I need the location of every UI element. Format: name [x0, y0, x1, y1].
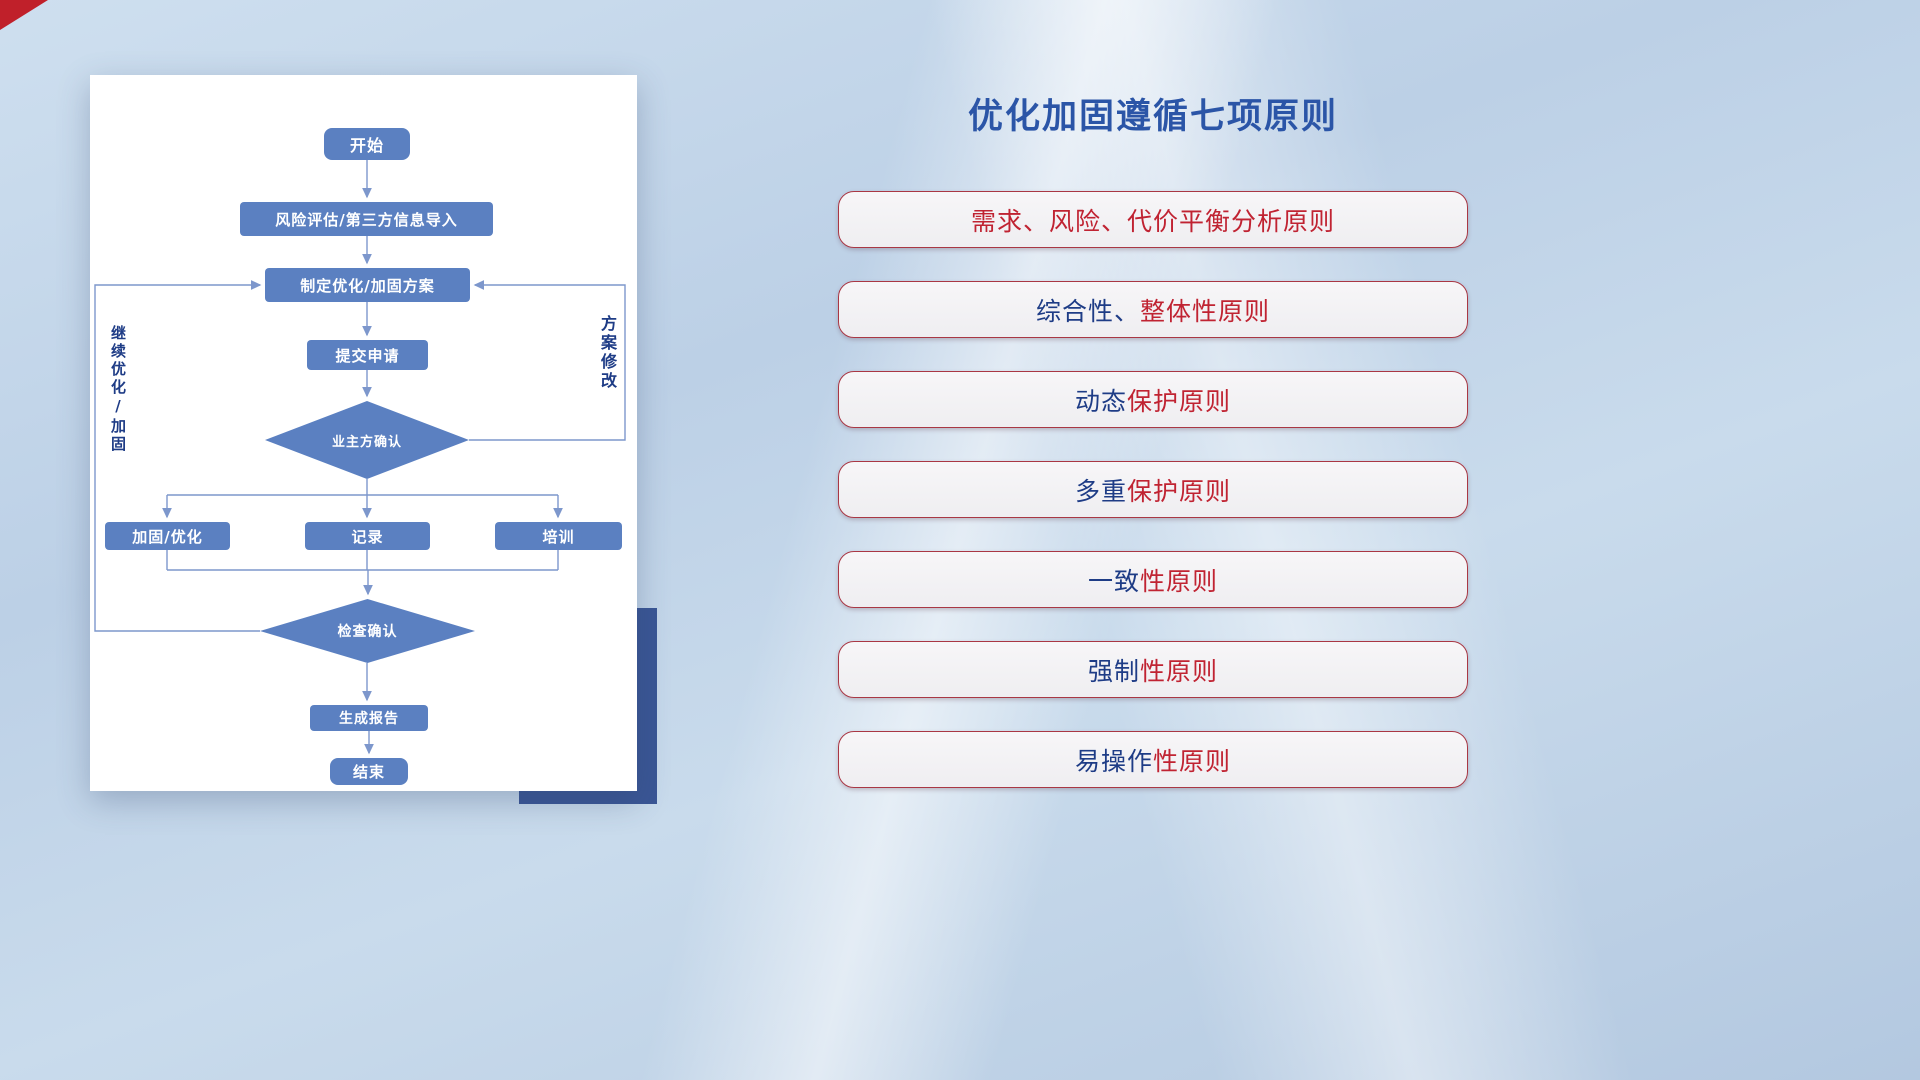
principle-7-text-navy: 易操作: [1074, 746, 1153, 776]
principle-5-text-red: 性原则: [1140, 566, 1219, 596]
flowchart-label-continue-optimize: 继续优化/加固: [109, 325, 127, 454]
flowchart-node-start: 开始: [324, 128, 410, 160]
principle-item-7: 易操作性原则: [838, 731, 1468, 788]
flowchart-node-make-plan: 制定优化/加固方案: [265, 268, 470, 302]
flowchart-card: 开始 风险评估/第三方信息导入 制定优化/加固方案 提交申请 业主方确认 加固/…: [90, 75, 637, 791]
principle-item-6: 强制性原则: [838, 641, 1468, 698]
principle-2-text-red: 整体性原则: [1140, 296, 1271, 326]
principle-2-text-navy: 综合性、: [1035, 296, 1140, 326]
principle-6-text-navy: 强制: [1087, 656, 1140, 686]
principle-5-text-navy: 一致: [1087, 566, 1140, 596]
flowchart-node-end: 结束: [330, 758, 408, 785]
principle-7-text-red: 性原则: [1153, 746, 1232, 776]
principle-item-1: 需求、风险、代价平衡分析原则: [838, 191, 1468, 248]
principle-item-3: 动态保护原则: [838, 371, 1468, 428]
principle-1-text-red: 需求、风险、代价平衡分析原则: [970, 206, 1335, 236]
principle-item-4: 多重保护原则: [838, 461, 1468, 518]
principle-3-text-navy: 动态: [1074, 386, 1127, 416]
flowchart-connectors: [94, 160, 626, 755]
principle-item-2: 综合性、整体性原则: [838, 281, 1468, 338]
flowchart-node-record: 记录: [305, 522, 430, 550]
flowchart-node-harden-optimize: 加固/优化: [105, 522, 230, 550]
flowchart-node-training: 培训: [495, 522, 622, 550]
slide-title: 优化加固遵循七项原则: [967, 97, 1338, 137]
principle-4-text-red: 保护原则: [1127, 476, 1232, 506]
principle-4-text-navy: 多重: [1074, 476, 1127, 506]
flowchart-node-risk-assessment: 风险评估/第三方信息导入: [240, 202, 493, 236]
flowchart-label-plan-modify: 方案修改: [598, 315, 617, 391]
principle-3-text-red: 保护原则: [1127, 386, 1232, 416]
principles-list: 需求、风险、代价平衡分析原则 综合性、整体性原则 动态保护原则 多重保护原则 一…: [838, 191, 1468, 788]
principles-panel: 优化加固遵循七项原则 需求、风险、代价平衡分析原则 综合性、整体性原则 动态保护…: [838, 88, 1468, 821]
principle-item-5: 一致性原则: [838, 551, 1468, 608]
principle-6-text-red: 性原则: [1140, 656, 1219, 686]
corner-accent-triangle: [0, 0, 48, 30]
flowchart-node-generate-report: 生成报告: [310, 705, 428, 731]
flowchart-node-submit-request: 提交申请: [307, 340, 428, 370]
